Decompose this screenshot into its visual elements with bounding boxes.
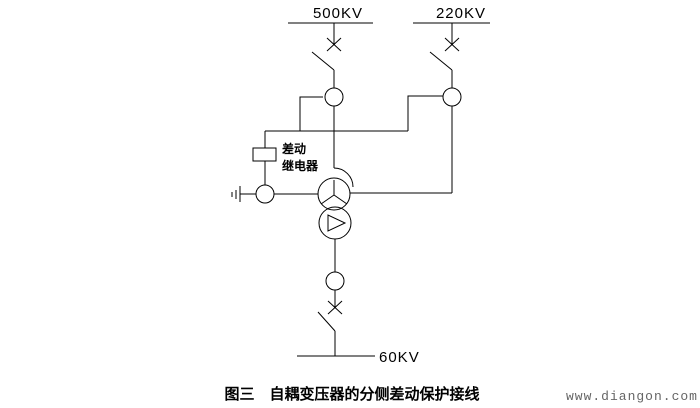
ct-220kv-secondary-lead	[407, 95, 443, 131]
delta-winding-icon	[327, 214, 347, 232]
relay-label-line2: 继电器	[282, 158, 319, 173]
series-winding-hook-icon	[333, 167, 354, 188]
branch-220kv: 220KV	[350, 5, 490, 194]
circuit-breaker-220kv-icon	[444, 37, 460, 52]
figure-caption: 图三 自耦变压器的分侧差动保护接线	[224, 385, 479, 403]
ct-secondary-circuit: 差动 继电器	[231, 95, 443, 204]
relay-label-line1: 差动	[281, 141, 306, 156]
differential-relay-box	[252, 147, 277, 162]
primary-winding-icon	[317, 177, 351, 211]
tertiary-winding-icon	[318, 206, 352, 240]
bus-500kv-label: 500KV	[313, 5, 363, 22]
wye-winding-icon	[320, 180, 348, 205]
disconnector-60kv-icon	[317, 311, 336, 332]
autotransformer-icon	[317, 167, 354, 240]
branch-60kv: 60KV	[297, 239, 420, 366]
circuit-breaker-500kv-icon	[326, 37, 342, 52]
ct-60kv-icon	[325, 271, 345, 291]
circuit-breaker-60kv-icon	[327, 300, 343, 315]
disconnector-500kv-icon	[311, 51, 335, 71]
ct-220kv-icon	[442, 87, 462, 107]
branch-500kv: 500KV	[288, 5, 373, 168]
ground-icon	[231, 186, 241, 202]
ct-neutral-icon	[255, 184, 275, 204]
bus-220kv-label: 220KV	[436, 5, 486, 22]
ct-500kv-icon	[324, 87, 344, 107]
ct-500kv-secondary-lead	[299, 96, 323, 131]
disconnector-220kv-icon	[429, 51, 453, 71]
watermark-text: www.diangon.com	[566, 389, 698, 404]
bus-60kv-label: 60KV	[379, 349, 420, 366]
